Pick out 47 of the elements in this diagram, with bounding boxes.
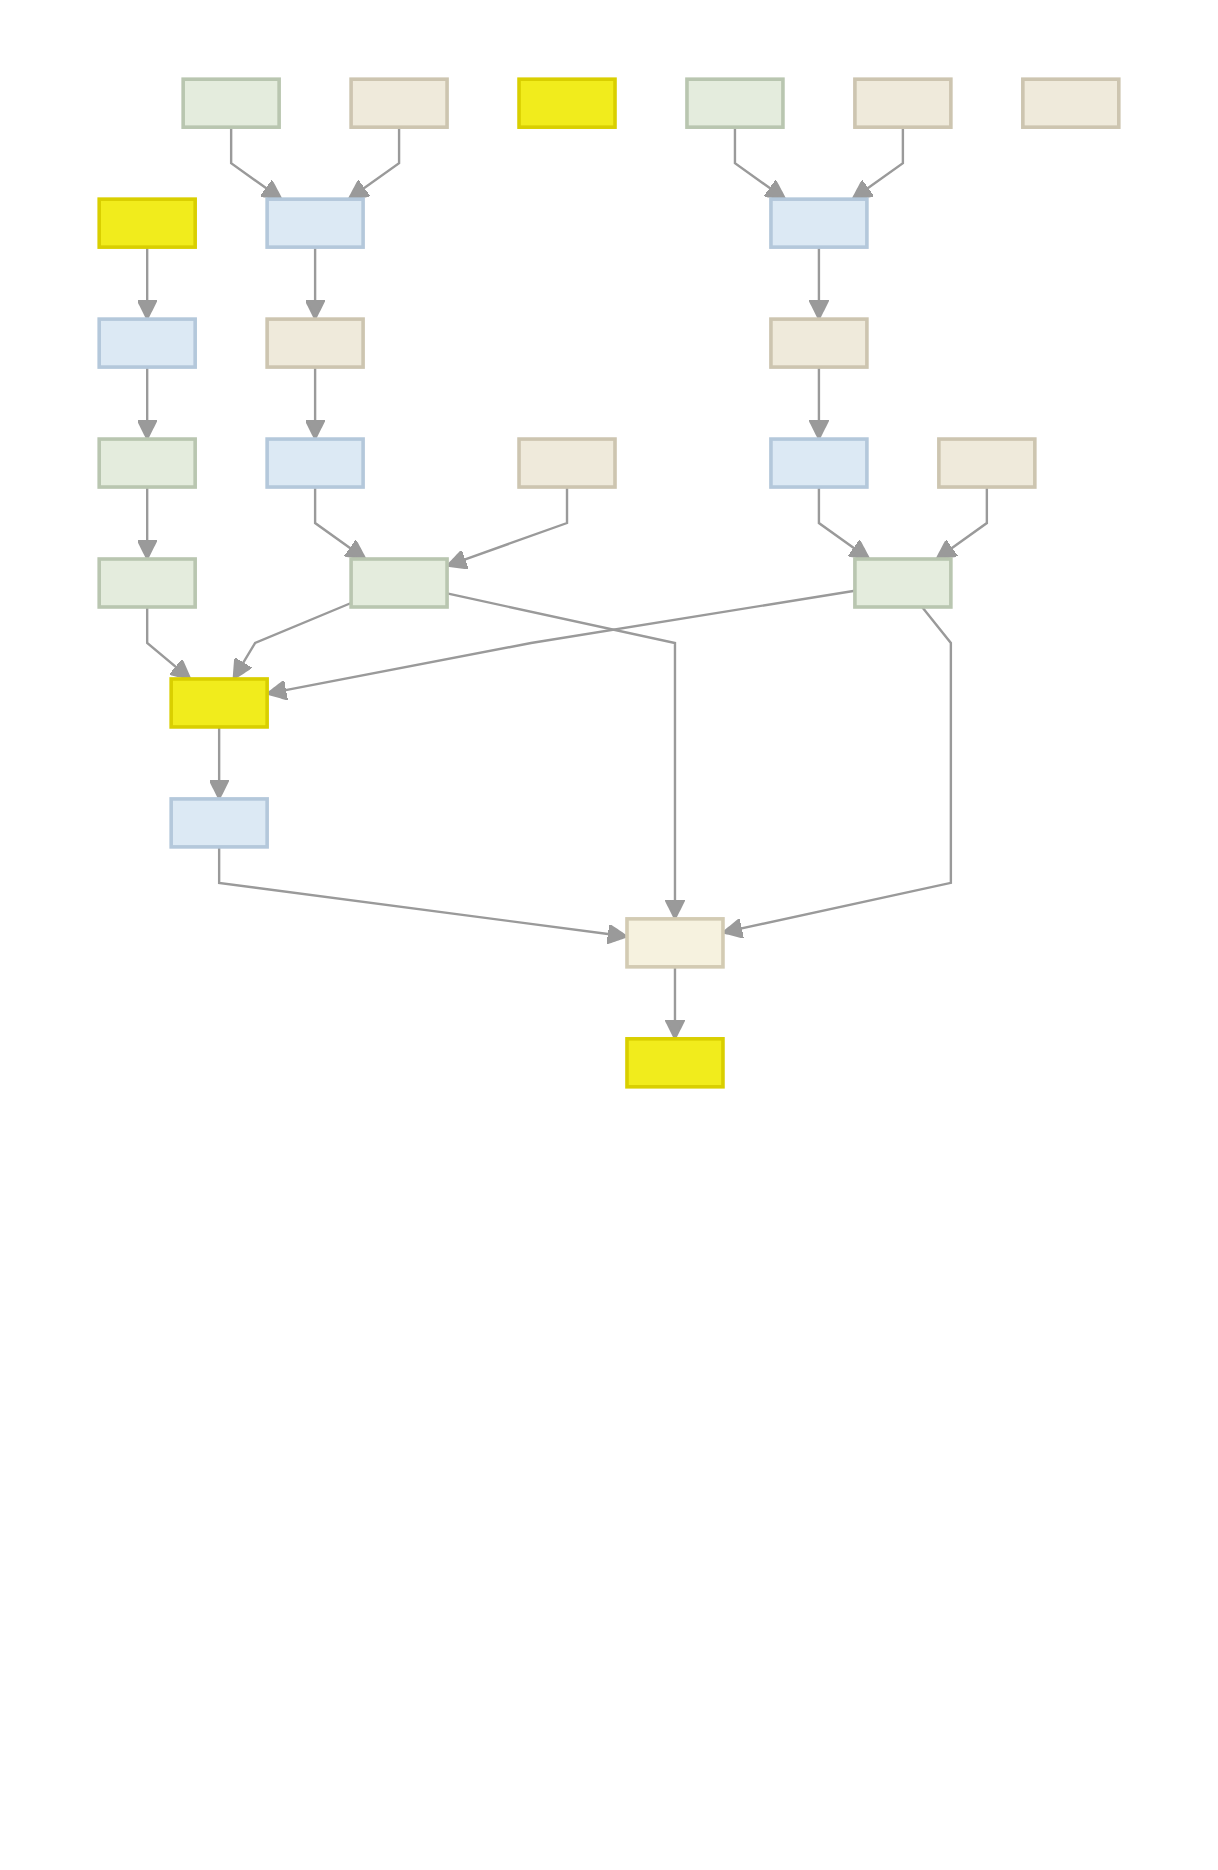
process-box (853, 77, 953, 129)
arrow (229, 127, 283, 201)
arrow (266, 589, 856, 701)
process-box (265, 197, 365, 249)
process-box (685, 77, 785, 129)
arrow (808, 247, 830, 321)
arrow (722, 606, 953, 939)
arrow (136, 367, 158, 440)
process-box (937, 437, 1037, 489)
arrow (664, 966, 686, 1040)
process-box (1021, 77, 1121, 129)
arrow (304, 247, 326, 321)
process-box (517, 77, 617, 129)
process-box (517, 437, 617, 489)
arrow (136, 247, 158, 321)
process-box (169, 677, 269, 729)
arrow (146, 607, 192, 680)
arrow (808, 367, 830, 440)
arrow (733, 127, 787, 201)
process-box (97, 197, 197, 249)
arrow (208, 726, 230, 800)
arrow (232, 601, 352, 680)
process-box (265, 437, 365, 489)
arrow (313, 487, 367, 560)
process-box (265, 317, 365, 369)
arrow (446, 592, 686, 920)
process-box (769, 437, 869, 489)
process-box (181, 77, 281, 129)
arrow (347, 127, 401, 201)
process-box (97, 317, 197, 369)
process-box (169, 797, 269, 849)
arrow (851, 127, 905, 201)
process-box (97, 437, 197, 489)
arrow (817, 487, 871, 560)
arrow (304, 367, 326, 440)
process-box (97, 557, 197, 609)
arrow (136, 487, 158, 560)
process-box (349, 557, 449, 609)
process-box (349, 77, 449, 129)
process-box (625, 1037, 725, 1089)
arrow (217, 846, 628, 945)
arrow (446, 487, 569, 570)
arrow (935, 487, 989, 560)
process-box (769, 197, 869, 249)
process-box (769, 317, 869, 369)
process-box (853, 557, 953, 609)
process-box (625, 917, 725, 969)
